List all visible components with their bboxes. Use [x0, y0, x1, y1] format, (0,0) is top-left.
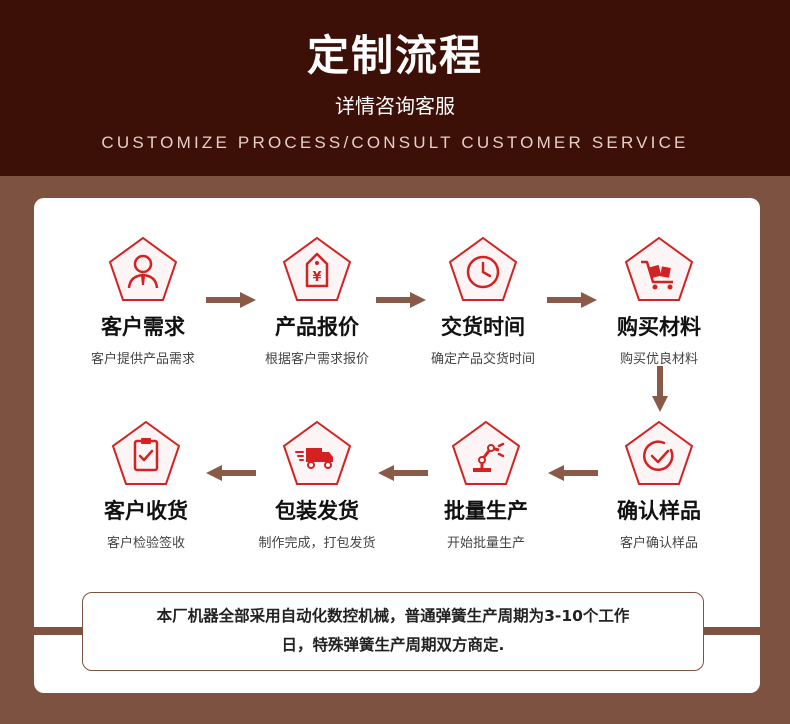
arrow-left-icon — [378, 465, 428, 481]
step-desc: 制作完成，打包发货 — [258, 536, 376, 551]
truck-icon — [282, 420, 352, 485]
step-customer-receipt: 客户收货 客户检验签收 — [66, 420, 226, 551]
clipboard-check-icon — [111, 420, 181, 485]
step-title: 客户收货 — [104, 499, 188, 523]
step-title: 交货时间 — [441, 315, 525, 339]
step-title: 客户需求 — [101, 315, 185, 339]
arrow-right-icon — [376, 292, 426, 308]
step-desc: 客户确认样品 — [619, 536, 698, 551]
step-customer-demand: 客户需求 客户提供产品需求 — [63, 236, 223, 367]
step-confirm-sample: 确认样品 客户确认样品 — [579, 420, 739, 551]
price-tag-icon: ¥ — [282, 236, 352, 301]
step-desc: 客户检验签收 — [106, 536, 185, 551]
divider-bar-left — [34, 627, 84, 635]
step-desc: 开始批量生产 — [446, 536, 525, 551]
step-mass-production: 批量生产 开始批量生产 — [406, 420, 566, 551]
step-product-quote: ¥ 产品报价 根据客户需求报价 — [237, 236, 397, 367]
step-title: 包装发货 — [275, 499, 359, 523]
robot-arm-icon — [451, 420, 521, 485]
header-banner: 定制流程 详情咨询客服 CUSTOMIZE PROCESS/CONSULT CU… — [0, 0, 790, 176]
page-subtitle: 详情咨询客服 — [335, 94, 455, 118]
arrow-left-icon — [548, 465, 598, 481]
production-notice: 本厂机器全部采用自动化数控机械，普通弹簧生产周期为3-10个工作 日，特殊弹簧生… — [82, 592, 704, 671]
step-desc: 购买优良材料 — [619, 352, 698, 367]
step-delivery-time: 交货时间 确定产品交货时间 — [403, 236, 563, 367]
arrow-right-icon — [547, 292, 597, 308]
step-desc: 根据客户需求报价 — [264, 352, 369, 367]
arrow-down-icon — [652, 366, 668, 412]
step-title: 购买材料 — [617, 315, 701, 339]
cart-icon — [624, 236, 694, 301]
arrow-right-icon — [206, 292, 256, 308]
step-title: 确认样品 — [617, 499, 701, 523]
page-subtitle-en: CUSTOMIZE PROCESS/CONSULT CUSTOMER SERVI… — [101, 133, 689, 152]
step-pack-ship: 包装发货 制作完成，打包发货 — [237, 420, 397, 551]
notice-line: 日，特殊弹簧生产周期双方商定. — [281, 636, 505, 654]
clock-icon — [448, 236, 518, 301]
svg-text:¥: ¥ — [312, 270, 321, 285]
page-title: 定制流程 — [306, 31, 483, 80]
customer-icon — [108, 236, 178, 301]
step-desc: 客户提供产品需求 — [90, 352, 195, 367]
divider-bar-right — [702, 627, 760, 635]
step-purchase-materials: 购买材料 购买优良材料 — [579, 236, 739, 367]
step-title: 批量生产 — [444, 499, 528, 523]
step-title: 产品报价 — [275, 315, 359, 339]
check-circle-icon — [624, 420, 694, 485]
step-desc: 确定产品交货时间 — [430, 352, 535, 367]
notice-line: 本厂机器全部采用自动化数控机械，普通弹簧生产周期为3-10个工作 — [156, 607, 630, 625]
arrow-left-icon — [206, 465, 256, 481]
